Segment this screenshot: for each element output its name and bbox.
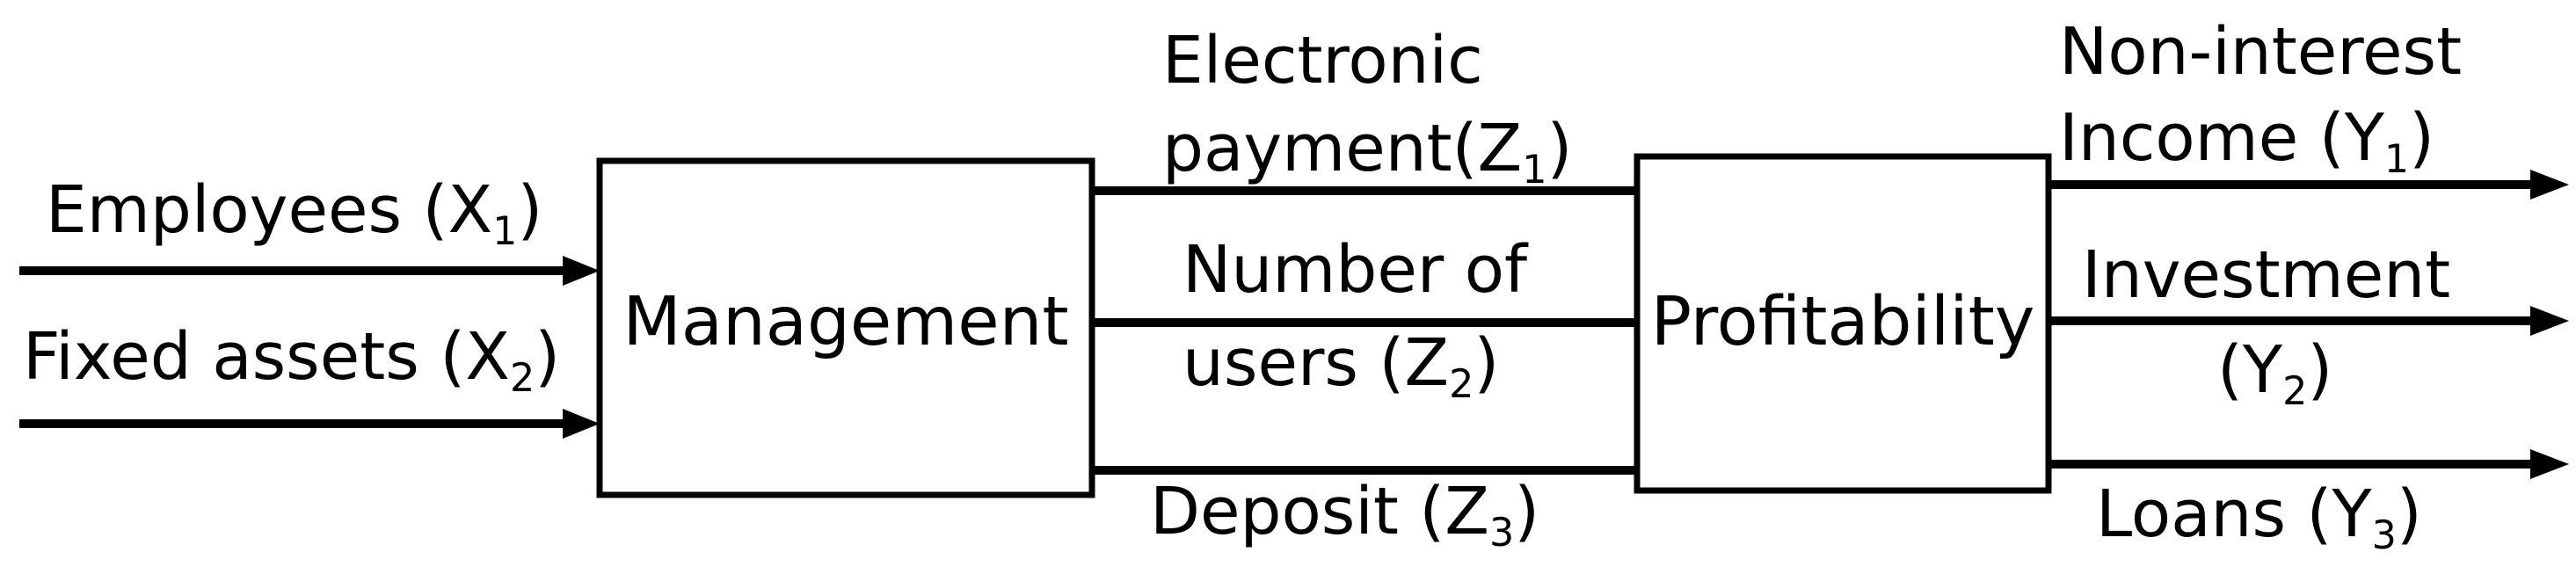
management-box: [596, 157, 1095, 498]
input-label-employees: Employees (X1): [46, 172, 543, 255]
output-label-non-interest-income-line2: Income (Y1): [2059, 100, 2435, 183]
profitability-label: Profitability: [1650, 283, 2035, 361]
management-label: Management: [622, 283, 1069, 361]
output-arrowhead-loans: [2530, 449, 2569, 479]
intermediate-label-number-of-users-line2: users (Z2): [1182, 325, 1500, 408]
output-arrowhead-non-interest-income: [2530, 170, 2569, 200]
output-label-non-interest-income-line1: Non-interest: [2059, 14, 2463, 90]
output-arrowhead-investment: [2530, 306, 2569, 336]
intermediate-label-number-of-users-line1: Number of: [1182, 232, 1528, 308]
output-label-loans: Loans (Y3): [2096, 476, 2422, 559]
intermediate-label-electronic-payment-line2: payment(Z1): [1162, 111, 1573, 193]
input-label-fixed-assets: Fixed assets (X2): [23, 319, 561, 402]
output-label-investment-line2: (Y2): [2217, 332, 2333, 415]
input-arrowhead-fixed-assets: [563, 409, 600, 439]
input-arrowhead-employees: [563, 256, 600, 286]
intermediate-label-deposit: Deposit (Z3): [1150, 474, 1540, 556]
output-label-investment-line1: Investment: [2082, 237, 2451, 313]
intermediate-label-electronic-payment-line1: Electronic: [1162, 23, 1483, 98]
